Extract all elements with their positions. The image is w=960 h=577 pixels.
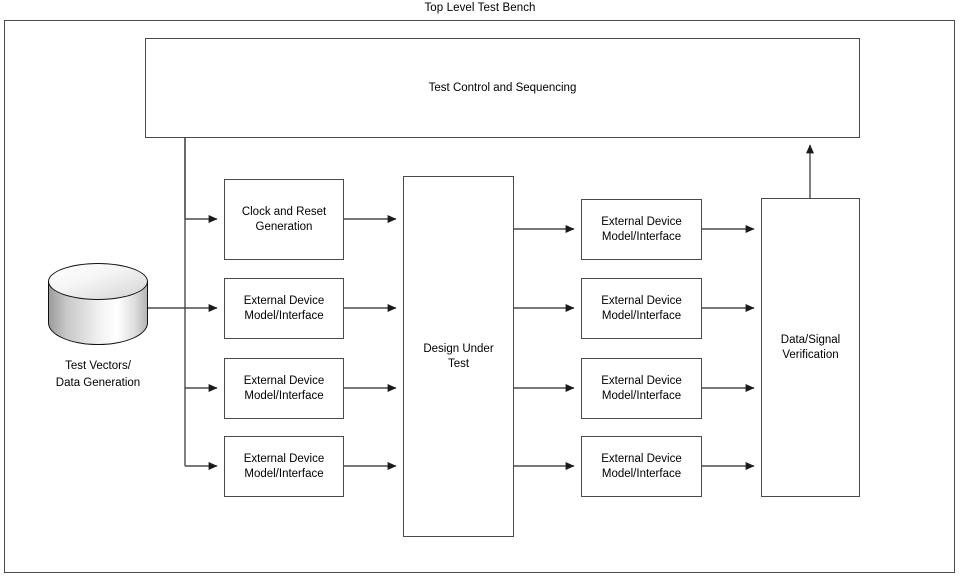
node-label: Design Under Test (423, 342, 494, 370)
node-label: Test Control and Sequencing (428, 81, 577, 94)
node-stimulus-external-device-4[interactable]: External Device Model/Interface (224, 436, 344, 497)
node-test-vectors-data-generation[interactable] (48, 263, 148, 345)
node-response-external-device-3[interactable]: External Device Model/Interface (581, 358, 702, 419)
node-stimulus-external-device-3[interactable]: External Device Model/Interface (224, 358, 344, 419)
node-label: External Device Model/Interface (243, 452, 325, 480)
node-label: External Device Model/Interface (601, 374, 682, 402)
cylinder-top-ellipse (48, 263, 148, 300)
diagram-title: Top Level Test Bench (424, 2, 536, 14)
node-label: External Device Model/Interface (601, 452, 682, 480)
node-design-under-test[interactable]: Design Under Test (403, 176, 514, 537)
node-response-external-device-1[interactable]: External Device Model/Interface (581, 199, 702, 260)
node-label: Clock and Reset Generation (241, 205, 327, 233)
node-test-vectors-data-generation-label: Test Vectors/ Data Generation (55, 360, 141, 389)
node-label: External Device Model/Interface (243, 294, 325, 322)
node-label: External Device Model/Interface (243, 374, 325, 402)
node-test-control-and-sequencing[interactable]: Test Control and Sequencing (145, 38, 860, 138)
node-label: External Device Model/Interface (601, 215, 682, 243)
node-response-external-device-4[interactable]: External Device Model/Interface (581, 436, 702, 497)
node-label: External Device Model/Interface (601, 294, 682, 322)
node-data-signal-verification[interactable]: Data/Signal Verification (761, 198, 860, 497)
node-stimulus-external-device-2[interactable]: External Device Model/Interface (224, 278, 344, 339)
node-response-external-device-2[interactable]: External Device Model/Interface (581, 278, 702, 339)
node-clock-and-reset-generation[interactable]: Clock and Reset Generation (224, 179, 344, 260)
node-label: Data/Signal Verification (780, 333, 841, 361)
